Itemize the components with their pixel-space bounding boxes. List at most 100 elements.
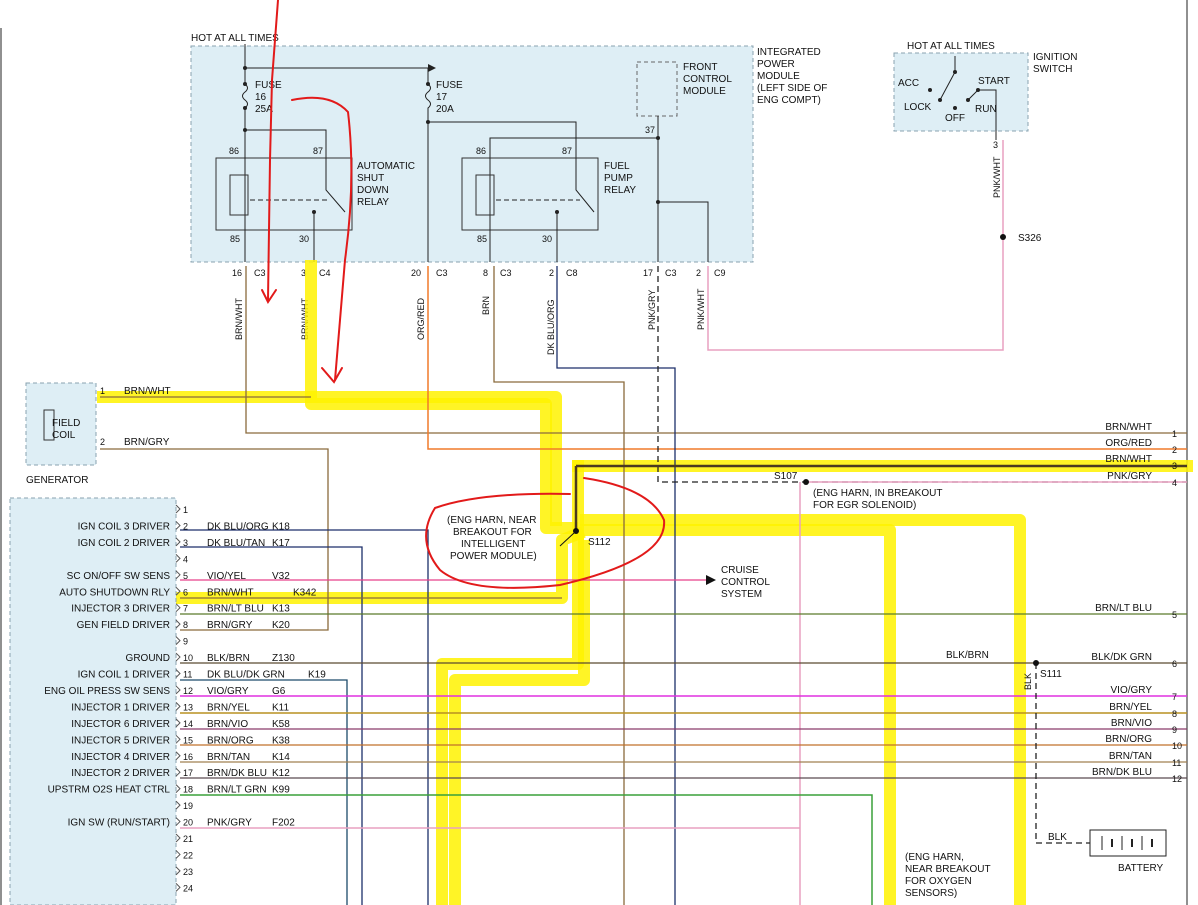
pcm-pin-tick	[175, 702, 181, 711]
pcm-pin-number: 15	[183, 735, 193, 745]
pcm-wire-color: BRN/LT BLU	[207, 604, 264, 615]
right-wire-number: 10	[1172, 741, 1182, 751]
pcm-pin-number: 20	[183, 818, 193, 828]
highlight-conn-c4	[305, 260, 578, 534]
pcm-wire-color: BRN/LT GRN	[207, 785, 267, 796]
conn-6-c: C3	[665, 268, 677, 278]
blk-battery-label: BLK	[1048, 832, 1067, 843]
highlight-south-2	[449, 540, 590, 905]
asd-30-node	[312, 210, 316, 214]
asd-contact	[325, 158, 346, 213]
asd-pin-30: 30	[299, 234, 309, 244]
fuse-17-line-3: 20A	[436, 104, 454, 115]
conn-1-c: C3	[254, 268, 266, 278]
right-wire-number: 12	[1172, 774, 1182, 784]
ignition-off: OFF	[945, 113, 965, 124]
pcm-pin-label: GROUND	[126, 653, 170, 664]
wire-pin11	[180, 679, 348, 905]
ipm-name-line-1: INTEGRATED	[757, 47, 821, 58]
pcm-pin-label: ENG OIL PRESS SW SENS	[44, 686, 170, 697]
pcm-pin-label: IGN SW (RUN/START)	[68, 818, 170, 829]
s326-dot	[1000, 234, 1006, 240]
pcm-circuit-code: V32	[272, 571, 290, 582]
fuse-16-line-1: FUSE	[255, 80, 282, 91]
fuse-17-line-1: FUSE	[436, 80, 463, 91]
wire-pnk-gry-dash	[657, 266, 1187, 483]
o2-note-2: NEAR BREAKOUT	[905, 864, 991, 875]
s112-dot	[573, 528, 579, 534]
wire-blk-battery	[1035, 663, 1090, 844]
pcm-pin-label: GEN FIELD DRIVER	[77, 620, 170, 631]
pcm-pin-label: INJECTOR 4 DRIVER	[71, 752, 170, 763]
ignition-run-start-link	[967, 89, 997, 140]
pcm-pin-tick	[175, 817, 181, 826]
pcm-pin-number: 17	[183, 768, 193, 778]
battery-cells	[1101, 836, 1153, 850]
pcm-circuit-code: K99	[272, 785, 290, 796]
blk-brn-label: BLK/BRN	[946, 650, 989, 661]
pcm-circuit-code: K18	[272, 521, 290, 532]
ignition-switch-box	[893, 52, 1029, 132]
conn-4-wire: BRN	[481, 296, 491, 315]
right-wire-label: BLK/DK GRN	[1091, 652, 1152, 663]
s107-note-1: (ENG HARN, IN BREAKOUT	[813, 488, 942, 499]
ignition-run: RUN	[975, 104, 997, 115]
ignition-lock-contact	[938, 98, 942, 102]
conn-3-wire: ORG/RED	[416, 297, 426, 340]
right-wire-label: BRN/YEL	[1109, 702, 1152, 713]
s107-note-2: FOR EGR SOLENOID)	[813, 500, 916, 511]
ignition-lock: LOCK	[904, 102, 932, 113]
pcm-pin-label: AUTO SHUTDOWN RLY	[59, 587, 170, 598]
pcm-pin-tick	[175, 866, 181, 876]
pcm-pin-tick	[175, 751, 181, 761]
conn-3-num: 20	[411, 268, 421, 278]
pcm-pin-label: INJECTOR 5 DRIVER	[71, 735, 170, 746]
fcm-line-1: FRONT	[683, 62, 717, 73]
pcm-pin-tick	[175, 553, 181, 563]
ipm-name-line-4: (LEFT SIDE OF	[757, 83, 827, 94]
pcm-pin-number: 24	[183, 883, 193, 893]
generator-label: GENERATOR	[26, 475, 88, 486]
ignition-off-contact	[953, 106, 957, 110]
right-wire-number: 7	[1172, 692, 1177, 702]
pcm-pin-label: INJECTOR 3 DRIVER	[71, 604, 170, 615]
pcm-pin-number: 12	[183, 686, 193, 696]
pcm-pin-number: 3	[183, 538, 188, 548]
pcm-pin-number: 13	[183, 702, 193, 712]
right-wire-label: BRN/LT BLU	[1095, 603, 1152, 614]
pcm-pin-label: IGN COIL 2 DRIVER	[78, 538, 170, 549]
pcm-pin-label: INJECTOR 1 DRIVER	[71, 702, 170, 713]
generator-box	[25, 382, 97, 466]
pcm-wire-color: DK BLU/DK GRN	[207, 670, 285, 681]
pcm-pin-tick	[175, 652, 181, 662]
o2-note-4: SENSORS)	[905, 888, 957, 899]
fp-coil	[475, 174, 495, 216]
conn-5-c: C8	[566, 268, 578, 278]
cruise-line-1: CRUISE	[721, 565, 759, 576]
wire-brn	[493, 266, 625, 905]
fp-line-3: RELAY	[604, 185, 636, 196]
conn-3-c: C3	[436, 268, 448, 278]
wire-pin18	[180, 794, 873, 905]
pcm-pin-number: 6	[183, 587, 188, 597]
pcm-circuit-code: K14	[272, 752, 290, 763]
ignition-acc-contact	[928, 88, 932, 92]
s112-label: S112	[588, 537, 611, 548]
ipm-name-line-3: MODULE	[757, 71, 800, 82]
s112-note-3: INTELLIGENT	[461, 539, 525, 550]
pcm-pin-tick	[175, 619, 181, 629]
pcm-circuit-code: K13	[272, 604, 290, 615]
right-wire-number: 3	[1172, 461, 1177, 471]
pcm-pin-tick	[175, 784, 181, 794]
right-wire-label: BRN/VIO	[1111, 718, 1152, 729]
hot-at-all-times-label: HOT AT ALL TIMES	[191, 33, 279, 44]
right-wire-number: 8	[1172, 709, 1177, 719]
pnk-wht-wire	[707, 140, 1004, 351]
pcm-pin-number: 11	[183, 670, 192, 680]
bus-arrow	[428, 64, 436, 72]
wire-layer	[100, 266, 1187, 905]
pcm-wire-color: DK BLU/ORG	[207, 521, 269, 532]
fuse-17-node-top	[426, 82, 430, 86]
pcm-pin-number: 5	[183, 571, 188, 581]
